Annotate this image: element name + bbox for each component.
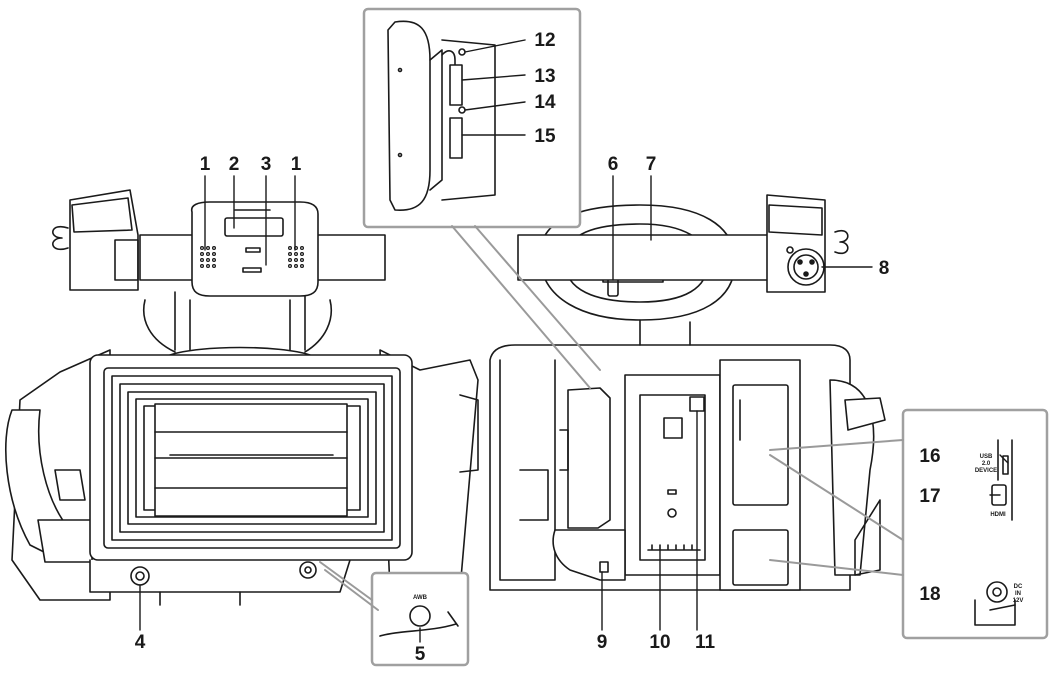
callout-6: 6: [608, 154, 619, 175]
jack-cover-upper: [732, 384, 789, 506]
jack-cover-lower: [732, 529, 789, 586]
callout-7: 7: [646, 154, 657, 175]
mic-grille-right: [288, 246, 305, 269]
callout-12: 12: [534, 30, 555, 51]
callout-13: 13: [534, 66, 555, 87]
callout-3: 3: [261, 154, 272, 175]
awb-label: AWB: [413, 595, 428, 601]
callout-16: 16: [919, 446, 940, 467]
mic-grille-left: [200, 246, 217, 269]
dc-in-jack: [986, 581, 1008, 603]
card-slot-13: [449, 64, 463, 106]
rear-view-camcorder: [489, 194, 886, 591]
front-tally: [242, 267, 262, 273]
lens-cover: [154, 403, 348, 517]
awb-button-on-body: [299, 561, 317, 579]
callout-8: 8: [879, 258, 890, 279]
callout-4: 4: [135, 632, 146, 653]
callout-1-left: 1: [200, 154, 211, 175]
awb-button: [409, 605, 431, 627]
rear-button-9: [599, 561, 609, 573]
callout-10: 10: [649, 632, 670, 653]
callout-9: 9: [597, 632, 608, 653]
dc-label-line2: IN: [1015, 591, 1021, 597]
hdmi-label: HDMI: [990, 512, 1006, 518]
callout-pointers: [139, 39, 1009, 643]
callout-5: 5: [415, 644, 426, 665]
usb-label-line1: USB: [980, 454, 993, 460]
dc-label-line1: DC: [1014, 584, 1023, 590]
usb-label-line2: 2.0: [982, 461, 991, 467]
inset-awb: [370, 571, 470, 667]
front-view-camcorder: [4, 189, 479, 606]
callout-1-right: 1: [291, 154, 302, 175]
front-sensor: [245, 247, 261, 253]
callout-17: 17: [919, 486, 940, 507]
leader-lines: [319, 225, 904, 611]
callout-11: 11: [695, 632, 716, 653]
mic-holder-clip-left: [52, 225, 69, 251]
inset-top-center: [362, 7, 582, 229]
inset-jacks: [901, 408, 1049, 640]
card-slot-15: [449, 117, 463, 159]
usb-label-line3: DEVICE: [975, 468, 997, 474]
callout-15: 15: [534, 126, 556, 147]
callout-18: 18: [919, 584, 940, 605]
callout-2: 2: [229, 154, 240, 175]
callout-14: 14: [534, 92, 556, 113]
dc-label-line3: 12V: [1013, 598, 1024, 604]
usb-port: [1002, 455, 1009, 475]
